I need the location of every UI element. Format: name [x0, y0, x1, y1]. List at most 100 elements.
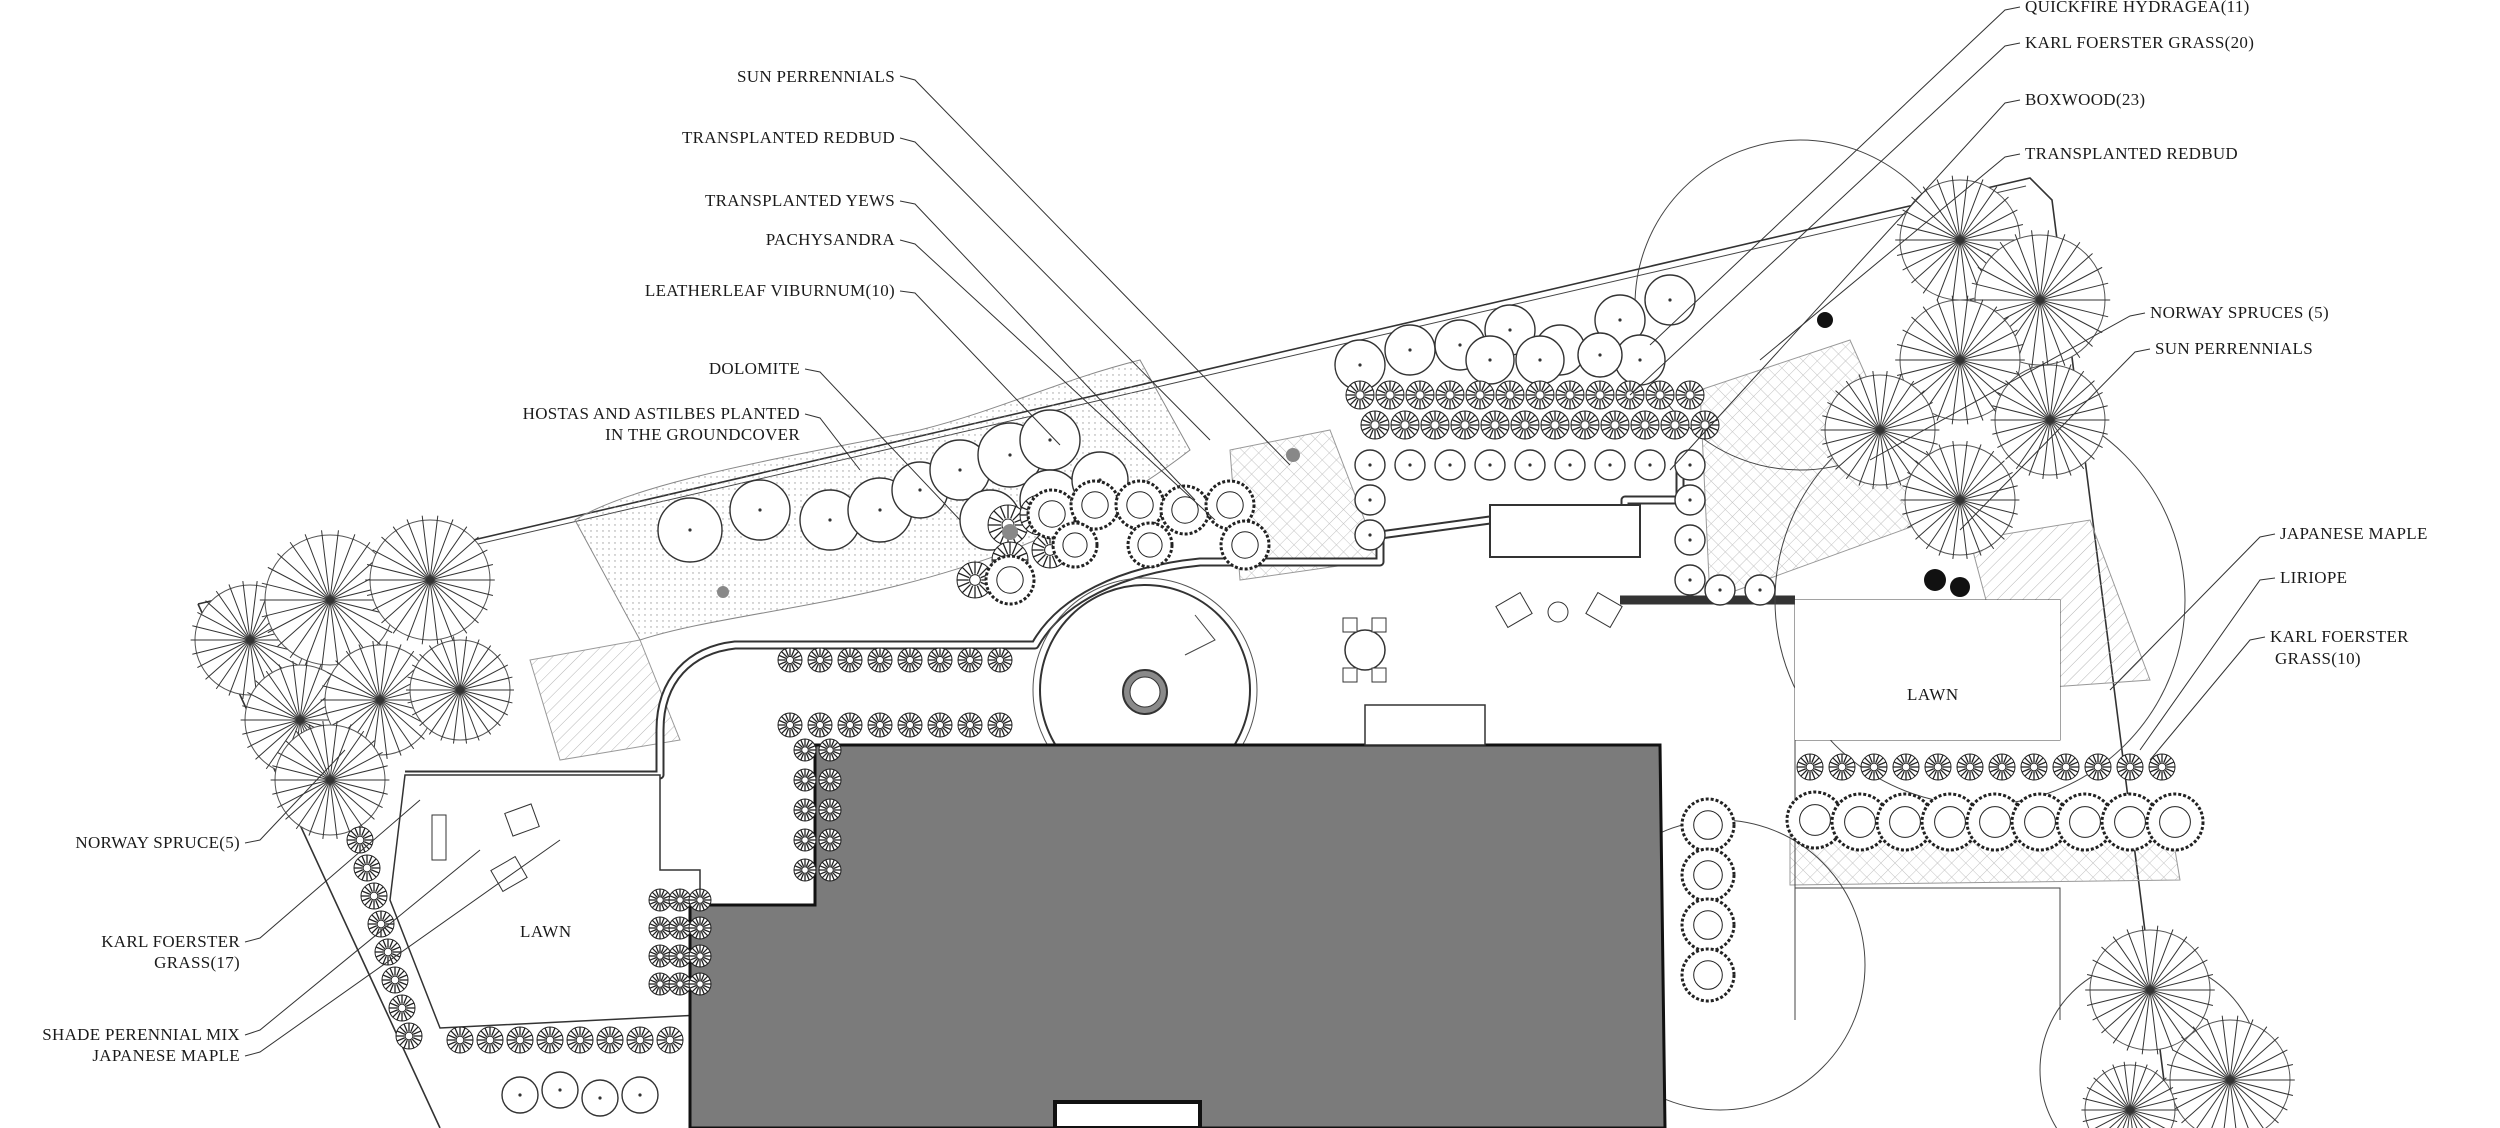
grass-blade: [830, 753, 835, 761]
grass-blade: [1588, 414, 1596, 422]
grass-blade: [821, 861, 828, 868]
grass-blade: [2101, 761, 2111, 766]
grass-blade: [663, 923, 671, 928]
grass-center: [801, 836, 809, 844]
grass-blade: [611, 1027, 616, 1037]
grass-blade: [669, 928, 677, 933]
spruce-branch: [2039, 241, 2081, 301]
grass-blade: [1594, 399, 1599, 409]
grass-blade: [702, 947, 709, 954]
grass-blade: [523, 1041, 533, 1046]
grass-blade: [695, 959, 700, 967]
grass-blade: [404, 998, 412, 1006]
grass-blade: [807, 752, 814, 759]
grass-blade: [1836, 770, 1841, 780]
grass-blade: [882, 662, 889, 669]
grass-center: [1655, 390, 1665, 400]
grass-blade: [1369, 411, 1374, 421]
grass-blade: [2100, 757, 2108, 765]
grass-blade: [901, 651, 908, 658]
spruce-branch: [381, 536, 431, 581]
grass-blade: [641, 1027, 646, 1037]
spruce-branch: [1835, 429, 1881, 470]
grass-blade: [627, 1041, 637, 1046]
grass-blade: [660, 1042, 668, 1050]
grass-blade: [841, 716, 848, 723]
grass-blade: [673, 1041, 683, 1046]
grass-blade: [1928, 757, 1936, 765]
grass-blade: [660, 973, 665, 981]
spruce-branch: [2129, 1097, 2178, 1111]
label-norway-spruce: NORWAY SPRUCE(5): [75, 833, 240, 852]
grass-blade: [792, 727, 799, 734]
grass-center: [369, 891, 379, 901]
grass-blade: [805, 873, 810, 881]
grass-blade: [1693, 398, 1701, 406]
shrub-center: [1528, 463, 1532, 467]
grass-blade: [1466, 396, 1476, 401]
grass-blade: [540, 1030, 548, 1038]
grass-blade: [1996, 770, 2001, 780]
grass-blade: [825, 753, 830, 761]
grass-blade: [382, 974, 392, 979]
spruce-branch: [192, 625, 251, 641]
grass-blade: [2004, 757, 2012, 765]
grass-blade: [1459, 411, 1464, 421]
hydrangea-center: [1889, 806, 1921, 838]
grass-blade: [634, 1027, 639, 1037]
grass-blade: [396, 983, 401, 993]
grass-blade: [904, 663, 909, 672]
grass-blade: [793, 661, 802, 666]
spruce-branch: [379, 699, 388, 760]
grass-blade: [778, 726, 787, 731]
spruce-branch: [308, 724, 331, 781]
grass-blade: [964, 663, 969, 672]
spruce-branch: [2149, 989, 2174, 1051]
grass-blade: [991, 651, 998, 658]
grass-blade: [1634, 428, 1642, 436]
grass-blade: [832, 771, 839, 778]
spruce-branch: [2181, 1079, 2231, 1124]
spruce-branch: [2172, 1049, 2231, 1081]
grass-blade: [1474, 381, 1479, 391]
grass-center: [676, 924, 684, 932]
grass-blade: [691, 986, 698, 993]
grass-blade: [1451, 399, 1456, 409]
grass-blade: [1574, 414, 1582, 422]
hydrangea-center: [2024, 806, 2056, 838]
spruce-branch: [2049, 370, 2085, 421]
shrub-center: [1648, 463, 1652, 467]
grass-center: [1565, 390, 1575, 400]
accent-plant: [1950, 577, 1970, 597]
shrub-center: [1568, 463, 1572, 467]
grass-blade: [1481, 426, 1491, 431]
leader-lines: [244, 6, 2276, 1057]
grass-blade: [643, 1034, 653, 1039]
grass-blade: [2133, 768, 2143, 773]
grass-blade: [630, 1030, 638, 1038]
grass-blade: [1468, 414, 1476, 422]
grass-blade: [1571, 426, 1581, 431]
spruce-branch: [381, 579, 431, 624]
spruce-branch: [2092, 959, 2151, 991]
grass-blade: [1544, 414, 1552, 422]
grass-blade: [994, 713, 999, 722]
accent-plant: [1924, 569, 1946, 591]
grass-blade: [1511, 419, 1521, 424]
hydrangea-center: [1231, 531, 1259, 559]
spruce-branch: [2039, 299, 2093, 347]
spruce-branch: [2129, 1109, 2138, 1128]
grass-center: [905, 720, 915, 730]
spruce-branch: [327, 699, 381, 729]
spruce-branch: [1959, 224, 2024, 241]
spruce-branch: [372, 579, 431, 611]
grass-blade: [1002, 651, 1009, 658]
spruce-branch: [192, 639, 251, 655]
grass-blade: [853, 719, 862, 724]
spruce-branch: [1936, 299, 1961, 361]
grass-blade: [851, 713, 856, 722]
grass-center: [1580, 420, 1590, 430]
grass-blade: [942, 716, 949, 723]
grass-blade: [397, 970, 405, 978]
grass-blade: [1454, 414, 1462, 422]
